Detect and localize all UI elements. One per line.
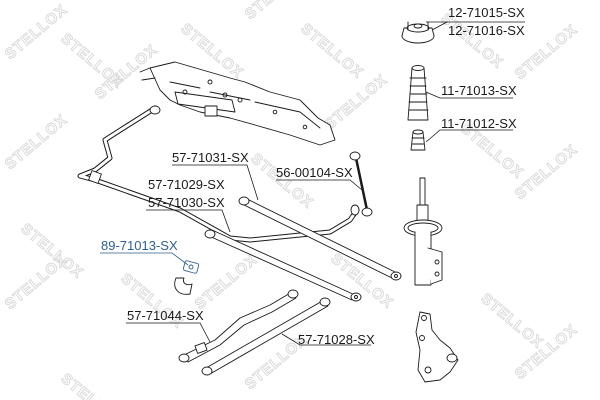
part-label-11-71012[interactable]: 11-71012-SX <box>441 116 517 131</box>
part-label-56-00104[interactable]: 56-00104-SX <box>276 165 353 180</box>
part-label-12-71015[interactable]: 12-71015-SX <box>448 5 525 20</box>
stabilizer-bar <box>77 105 360 243</box>
svg-text:STELLOX: STELLOX <box>2 1 71 63</box>
svg-text:STELLOX: STELLOX <box>192 251 261 313</box>
top-strut-mount <box>401 21 435 44</box>
part-label-57-71031[interactable]: 57-71031-SX <box>172 150 249 165</box>
subframe-crossmember <box>139 61 336 146</box>
svg-text:STELLOX: STELLOX <box>2 111 71 173</box>
svg-text:STELLOX: STELLOX <box>297 20 366 82</box>
part-label-89-71013[interactable]: 89-71013-SX <box>101 238 178 253</box>
part-label-57-71030[interactable]: 57-71030-SX <box>148 195 225 210</box>
dust-boot <box>407 65 429 121</box>
trailing-arm-lower <box>201 297 331 376</box>
stabilizer-link <box>349 151 373 217</box>
svg-text:STELLOX: STELLOX <box>477 290 546 352</box>
trailing-arm-upper <box>178 289 299 363</box>
svg-text:STELLOX: STELLOX <box>247 150 316 212</box>
part-label-57-71029[interactable]: 57-71029-SX <box>148 177 225 192</box>
svg-text:STELLOX: STELLOX <box>2 251 71 313</box>
lateral-link-front <box>204 229 362 302</box>
part-label-11-71013[interactable]: 11-71013-SX <box>441 83 517 98</box>
svg-text:STELLOX: STELLOX <box>242 0 311 23</box>
leader-lines <box>100 21 525 346</box>
steering-knuckle <box>415 311 459 383</box>
svg-text:STELLOX: STELLOX <box>57 370 126 400</box>
shock-absorber <box>403 177 443 286</box>
part-label-57-71028[interactable]: 57-71028-SX <box>298 332 375 347</box>
lateral-link-rear <box>238 196 402 281</box>
part-label-57-71044[interactable]: 57-71044-SX <box>127 308 204 323</box>
bump-stop <box>410 129 426 151</box>
part-label-12-71016[interactable]: 12-71016-SX <box>448 23 525 38</box>
stabilizer-bushing <box>174 260 200 295</box>
